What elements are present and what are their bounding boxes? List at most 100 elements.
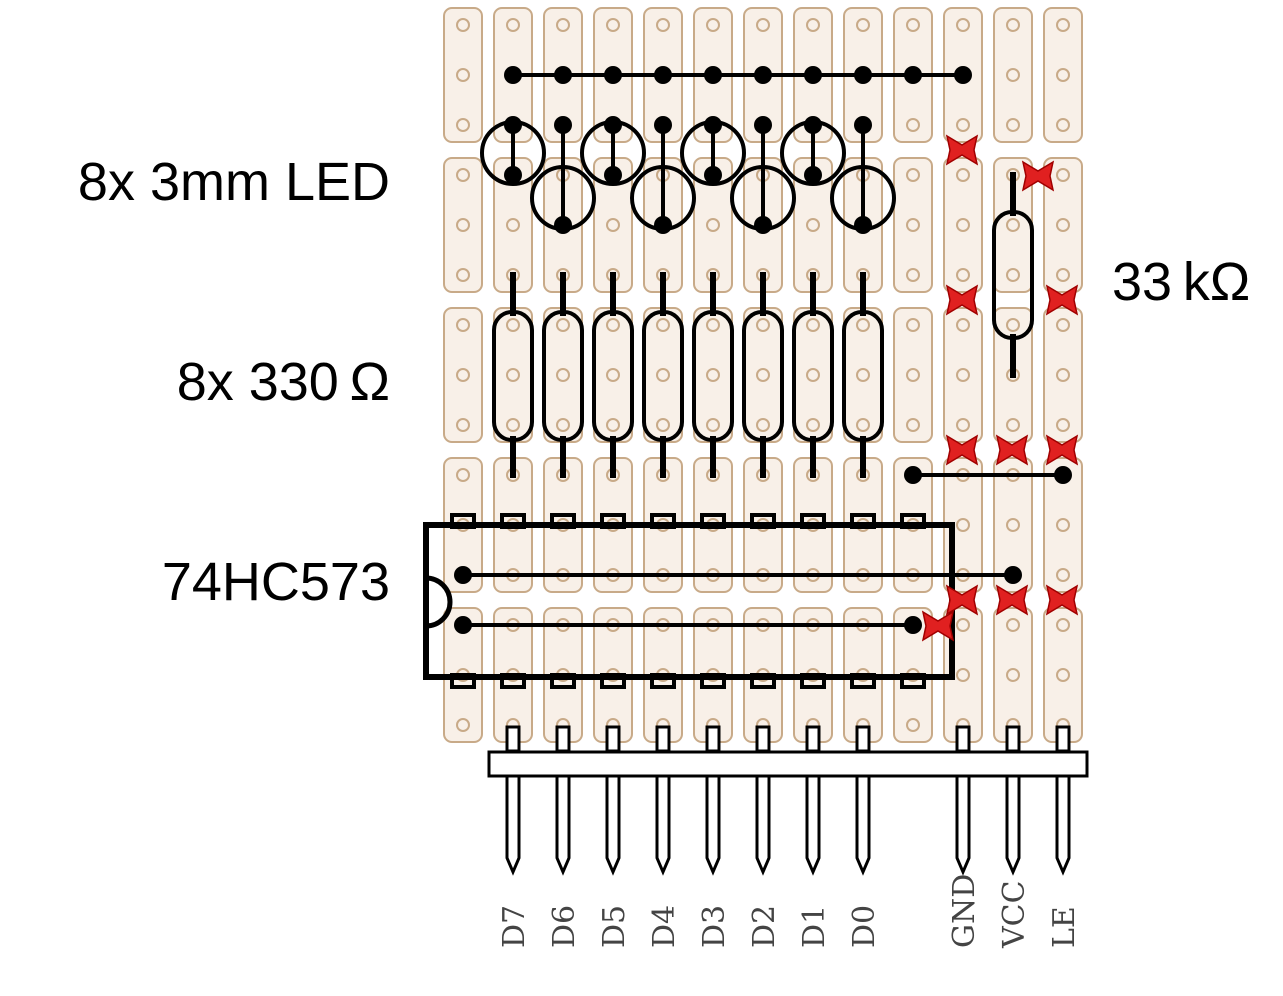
hole — [656, 318, 670, 332]
pin-label: D5 — [597, 905, 632, 948]
hole — [856, 18, 870, 32]
track-cut-icon — [921, 610, 955, 642]
junction-dot — [854, 116, 872, 134]
hole — [506, 418, 520, 432]
junction-dot — [754, 216, 772, 234]
junction-dot — [454, 616, 472, 634]
junction-dot — [704, 116, 722, 134]
header-pin — [555, 774, 571, 876]
strip-segment — [943, 307, 983, 443]
junction-dot — [554, 116, 572, 134]
hole — [706, 318, 720, 332]
track-cut-icon — [945, 134, 979, 166]
hole — [606, 418, 620, 432]
strip-segment — [543, 307, 583, 443]
pin-label: D0 — [847, 905, 882, 948]
junction-dot — [1004, 566, 1022, 584]
hole — [1006, 618, 1020, 632]
wire-links — [504, 66, 1072, 484]
hole — [756, 318, 770, 332]
resistor-icon — [542, 272, 584, 478]
hole — [956, 268, 970, 282]
pin-header — [487, 725, 1089, 876]
header-pin-top — [655, 725, 671, 753]
track-cut-icon — [1045, 584, 1079, 616]
strip-segment — [1043, 157, 1083, 293]
hole — [1056, 168, 1070, 182]
label-resistor-33k: 33 kΩ — [1112, 252, 1250, 312]
hole — [956, 618, 970, 632]
hole — [506, 368, 520, 382]
hole — [906, 268, 920, 282]
led-icon — [630, 116, 696, 234]
hole — [906, 718, 920, 732]
hole — [456, 418, 470, 432]
header-pin — [855, 774, 871, 876]
header-pin — [655, 774, 671, 876]
hole — [706, 218, 720, 232]
hole — [456, 18, 470, 32]
hole — [956, 168, 970, 182]
ic-notch — [425, 575, 453, 629]
led-icon — [730, 116, 796, 234]
hole — [1006, 118, 1020, 132]
resistor-icon — [842, 272, 884, 478]
hole — [956, 418, 970, 432]
hole — [856, 318, 870, 332]
junction-dot — [804, 116, 822, 134]
hole — [906, 18, 920, 32]
hole — [956, 368, 970, 382]
hole — [606, 368, 620, 382]
hole — [806, 218, 820, 232]
hole — [706, 18, 720, 32]
hole — [1056, 418, 1070, 432]
junction-dot — [604, 66, 622, 84]
junction-dot — [504, 116, 522, 134]
hole — [1006, 318, 1020, 332]
hole — [1056, 668, 1070, 682]
header-pin-top — [505, 725, 521, 753]
hole — [456, 168, 470, 182]
hole — [556, 418, 570, 432]
hole — [806, 418, 820, 432]
junction-dot — [804, 66, 822, 84]
pin-label: D6 — [547, 905, 582, 948]
hole — [1006, 68, 1020, 82]
strip-segment — [1043, 607, 1083, 743]
strip-segment — [1043, 307, 1083, 443]
hole — [806, 318, 820, 332]
hole — [1056, 268, 1070, 282]
junction-dot — [904, 616, 922, 634]
hole — [1056, 318, 1070, 332]
pin-label: D1 — [797, 905, 832, 948]
label-ic: 74HC573 — [162, 552, 390, 612]
junction-dot — [754, 116, 772, 134]
strip-segment — [993, 7, 1033, 143]
header-pin — [755, 774, 771, 876]
hole — [1056, 518, 1070, 532]
led-icon — [580, 116, 646, 186]
hole — [806, 18, 820, 32]
hole — [1056, 618, 1070, 632]
header-pin-top — [855, 725, 871, 753]
track-cut-icon — [1045, 284, 1079, 316]
led-array — [480, 116, 896, 234]
led-icon — [780, 116, 846, 186]
pin-label: VCC — [997, 880, 1032, 949]
header-pin-top — [755, 725, 771, 753]
junction-dot — [554, 216, 572, 234]
junction-dot — [854, 216, 872, 234]
header-pin-top — [1055, 725, 1071, 753]
strip-segment — [943, 157, 983, 293]
junction-dot — [704, 166, 722, 184]
header-pin-top — [955, 725, 971, 753]
hole — [506, 218, 520, 232]
junction-dot — [804, 166, 822, 184]
junction-dot — [854, 66, 872, 84]
junction-dot — [904, 66, 922, 84]
hole — [656, 368, 670, 382]
hole — [1006, 18, 1020, 32]
strip-segment — [693, 307, 733, 443]
hole — [756, 368, 770, 382]
resistor-icon — [642, 272, 684, 478]
